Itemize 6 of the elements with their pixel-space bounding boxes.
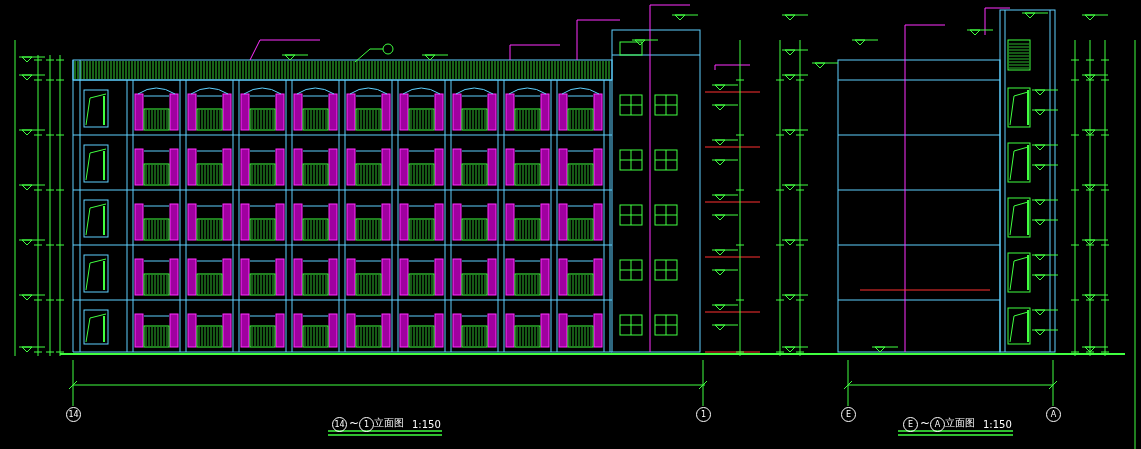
scale-text: 1:150 bbox=[412, 418, 441, 432]
drawing-title: 立面图 bbox=[374, 417, 404, 429]
drawing-title: 立面图 bbox=[945, 417, 975, 429]
separator-text: ~ bbox=[920, 416, 931, 430]
scale-text: 1:150 bbox=[983, 418, 1012, 432]
separator-text: ~ bbox=[349, 416, 360, 430]
